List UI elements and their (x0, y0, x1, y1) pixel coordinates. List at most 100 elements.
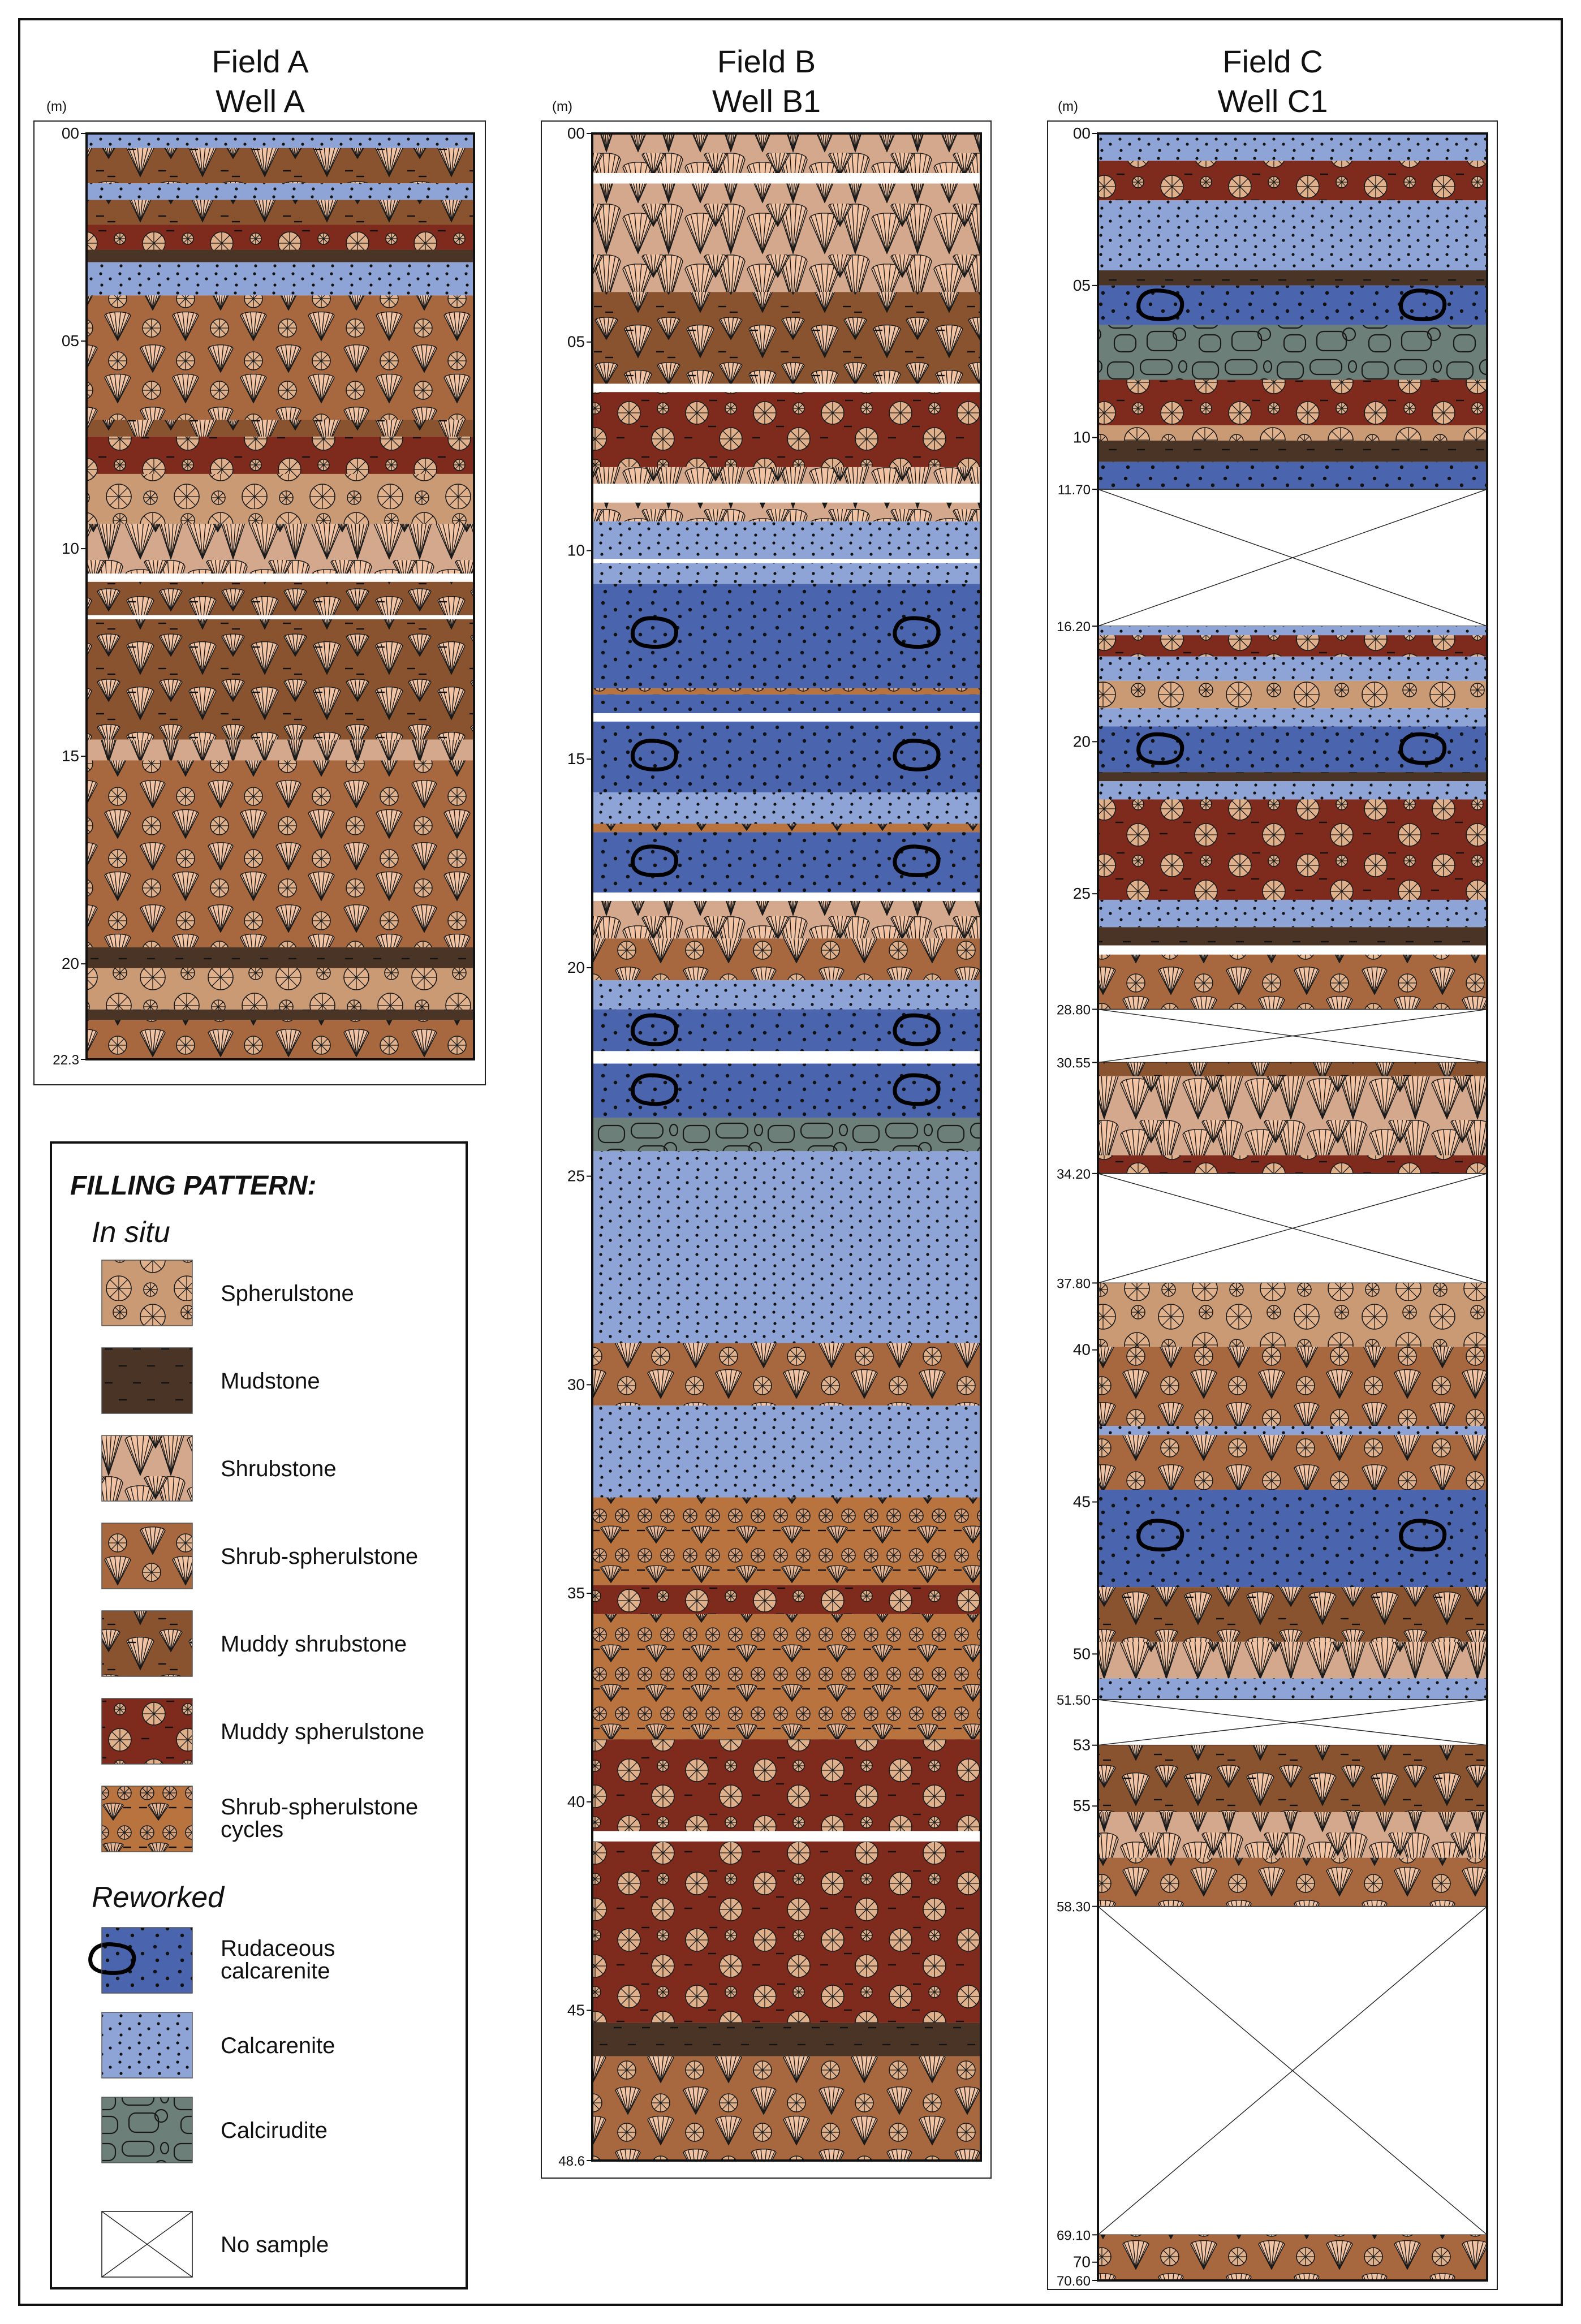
layer-rudaceous (592, 1063, 981, 1118)
layer-muddy-shrubstone (87, 200, 474, 225)
layer-calcarenite (592, 792, 981, 824)
clast-outline (630, 844, 679, 877)
layer-rudaceous (1098, 1490, 1487, 1588)
layer-mudstone (1098, 270, 1487, 286)
layer-calcarenite (592, 980, 981, 1010)
depth-tick-label: 45 (567, 2002, 585, 2019)
no-sample-cross (1097, 489, 1488, 627)
layer-shrub-spherulstone (592, 938, 981, 981)
legend-label-spherulstone: Spherulstone (221, 1281, 354, 1306)
depth-tick-label: 05 (567, 333, 585, 351)
layer-calcarenite (102, 2012, 192, 2078)
layer-shrub-spherulstone (1098, 2235, 1487, 2280)
well-b1-box (541, 120, 992, 2179)
layer-muddy-spherulstone (592, 392, 981, 467)
legend-title: FILLING PATTERN: (70, 1171, 317, 1201)
layer-shrub-spherulstone (87, 1020, 474, 1059)
layer-muddy-spherulstone (592, 1739, 981, 1831)
layer-muddy-spherulstone (1098, 1155, 1487, 1174)
layer-calcarenite (592, 1405, 981, 1498)
legend-in-situ-heading: In situ (92, 1216, 170, 1249)
layer-muddy-shrubstone (1098, 1587, 1487, 1642)
layer-muddy-spherulstone (1098, 161, 1487, 201)
layer-rudaceous (592, 694, 981, 714)
layer-muddy-shrubstone (87, 619, 474, 740)
layer-calcirudite (1098, 325, 1487, 380)
layer-calcarenite (1098, 200, 1487, 270)
depth-tick-label: 37.80 (1057, 1276, 1091, 1291)
layer-calcarenite (1098, 781, 1487, 800)
layer-shrubstone (592, 183, 981, 292)
layer-shrubstone (592, 900, 981, 939)
clast-outline (893, 616, 941, 649)
legend-label-mudstone: Mudstone (221, 1369, 320, 1394)
well-a-title: Well A (216, 83, 305, 119)
layer-calcarenite (1098, 1426, 1487, 1435)
layer-shrub-spherulstone (1098, 954, 1487, 1010)
layer-calcarenite (87, 133, 474, 148)
layer-muddy-shrubstone (1098, 1062, 1487, 1076)
depth-tick-label: 20 (1073, 732, 1091, 750)
legend-swatch-border (101, 1523, 193, 1589)
layer-shrubstone (592, 133, 981, 174)
no-sample-cross (101, 2211, 193, 2278)
layer-mudstone (87, 947, 474, 968)
clast-outline (893, 1013, 941, 1046)
layer-calcirudite (592, 1118, 981, 1152)
depth-tick-label: 34.20 (1057, 1167, 1091, 1182)
clast-outline (1399, 288, 1447, 321)
layer-cycles (592, 1614, 981, 1740)
clast-outline (1136, 1519, 1184, 1552)
layer-calcarenite (592, 521, 981, 559)
layer-spherulstone (87, 473, 474, 524)
figure-frame (18, 18, 1563, 2306)
depth-tick-label: 70 (1073, 2253, 1091, 2271)
layer-cycles (592, 823, 981, 833)
no-sample-cross (1097, 1173, 1488, 1284)
layer-mudstone (87, 1009, 474, 1020)
layer-muddy-shrubstone (1098, 1745, 1487, 1812)
clast-outline (1136, 288, 1184, 321)
layer-none (592, 559, 981, 563)
layer-shrubstone (1098, 1076, 1487, 1155)
layer-shrubstone (592, 502, 981, 521)
clast-outline (1136, 732, 1184, 765)
layer-cycles (592, 1497, 981, 1585)
clast-outline (88, 1942, 136, 1975)
well-c1-box (1047, 120, 1498, 2290)
layer-shrubstone (592, 467, 981, 484)
clast-outline (1399, 732, 1447, 765)
layer-calcarenite (1098, 626, 1487, 636)
clast-outline (630, 1013, 679, 1046)
depth-tick-label: 22.3 (53, 1053, 79, 1068)
layer-shrubstone (87, 524, 474, 574)
legend-swatch-border (101, 1260, 193, 1326)
legend-swatch-border (101, 1610, 193, 1677)
depth-tick-label: 00 (62, 124, 79, 142)
field-a-title: Field A (212, 44, 309, 79)
layer-rudaceous (592, 721, 981, 793)
layer-none (87, 574, 474, 582)
layer-spherulstone (102, 1260, 192, 1326)
no-sample-cross (1097, 1906, 1488, 2235)
legend-swatch-border (101, 2012, 193, 2079)
legend-label-no-sample: No sample (221, 2232, 329, 2257)
layer-shrubstone (1098, 1812, 1487, 1858)
depth-tick-label: 10 (1073, 429, 1091, 446)
layer-shrub-spherulstone (592, 2056, 981, 2161)
clast-outline (1399, 1519, 1447, 1552)
well-b1-title: Well B1 (712, 83, 821, 119)
layer-muddy-spherulstone (1098, 799, 1487, 900)
layer-calcarenite (592, 1151, 981, 1343)
layer-muddy-shrubstone (102, 1611, 192, 1676)
layer-muddy-spherulstone (1098, 635, 1487, 657)
depth-tick-label: 40 (1073, 1341, 1091, 1359)
layer-calcarenite (87, 183, 474, 200)
layer-mudstone (1098, 772, 1487, 782)
clast-outline (893, 844, 941, 877)
legend: FILLING PATTERN: In situ Reworked Spheru… (50, 1141, 468, 2289)
layer-spherulstone (1098, 425, 1487, 441)
well-a-box (33, 120, 486, 1085)
